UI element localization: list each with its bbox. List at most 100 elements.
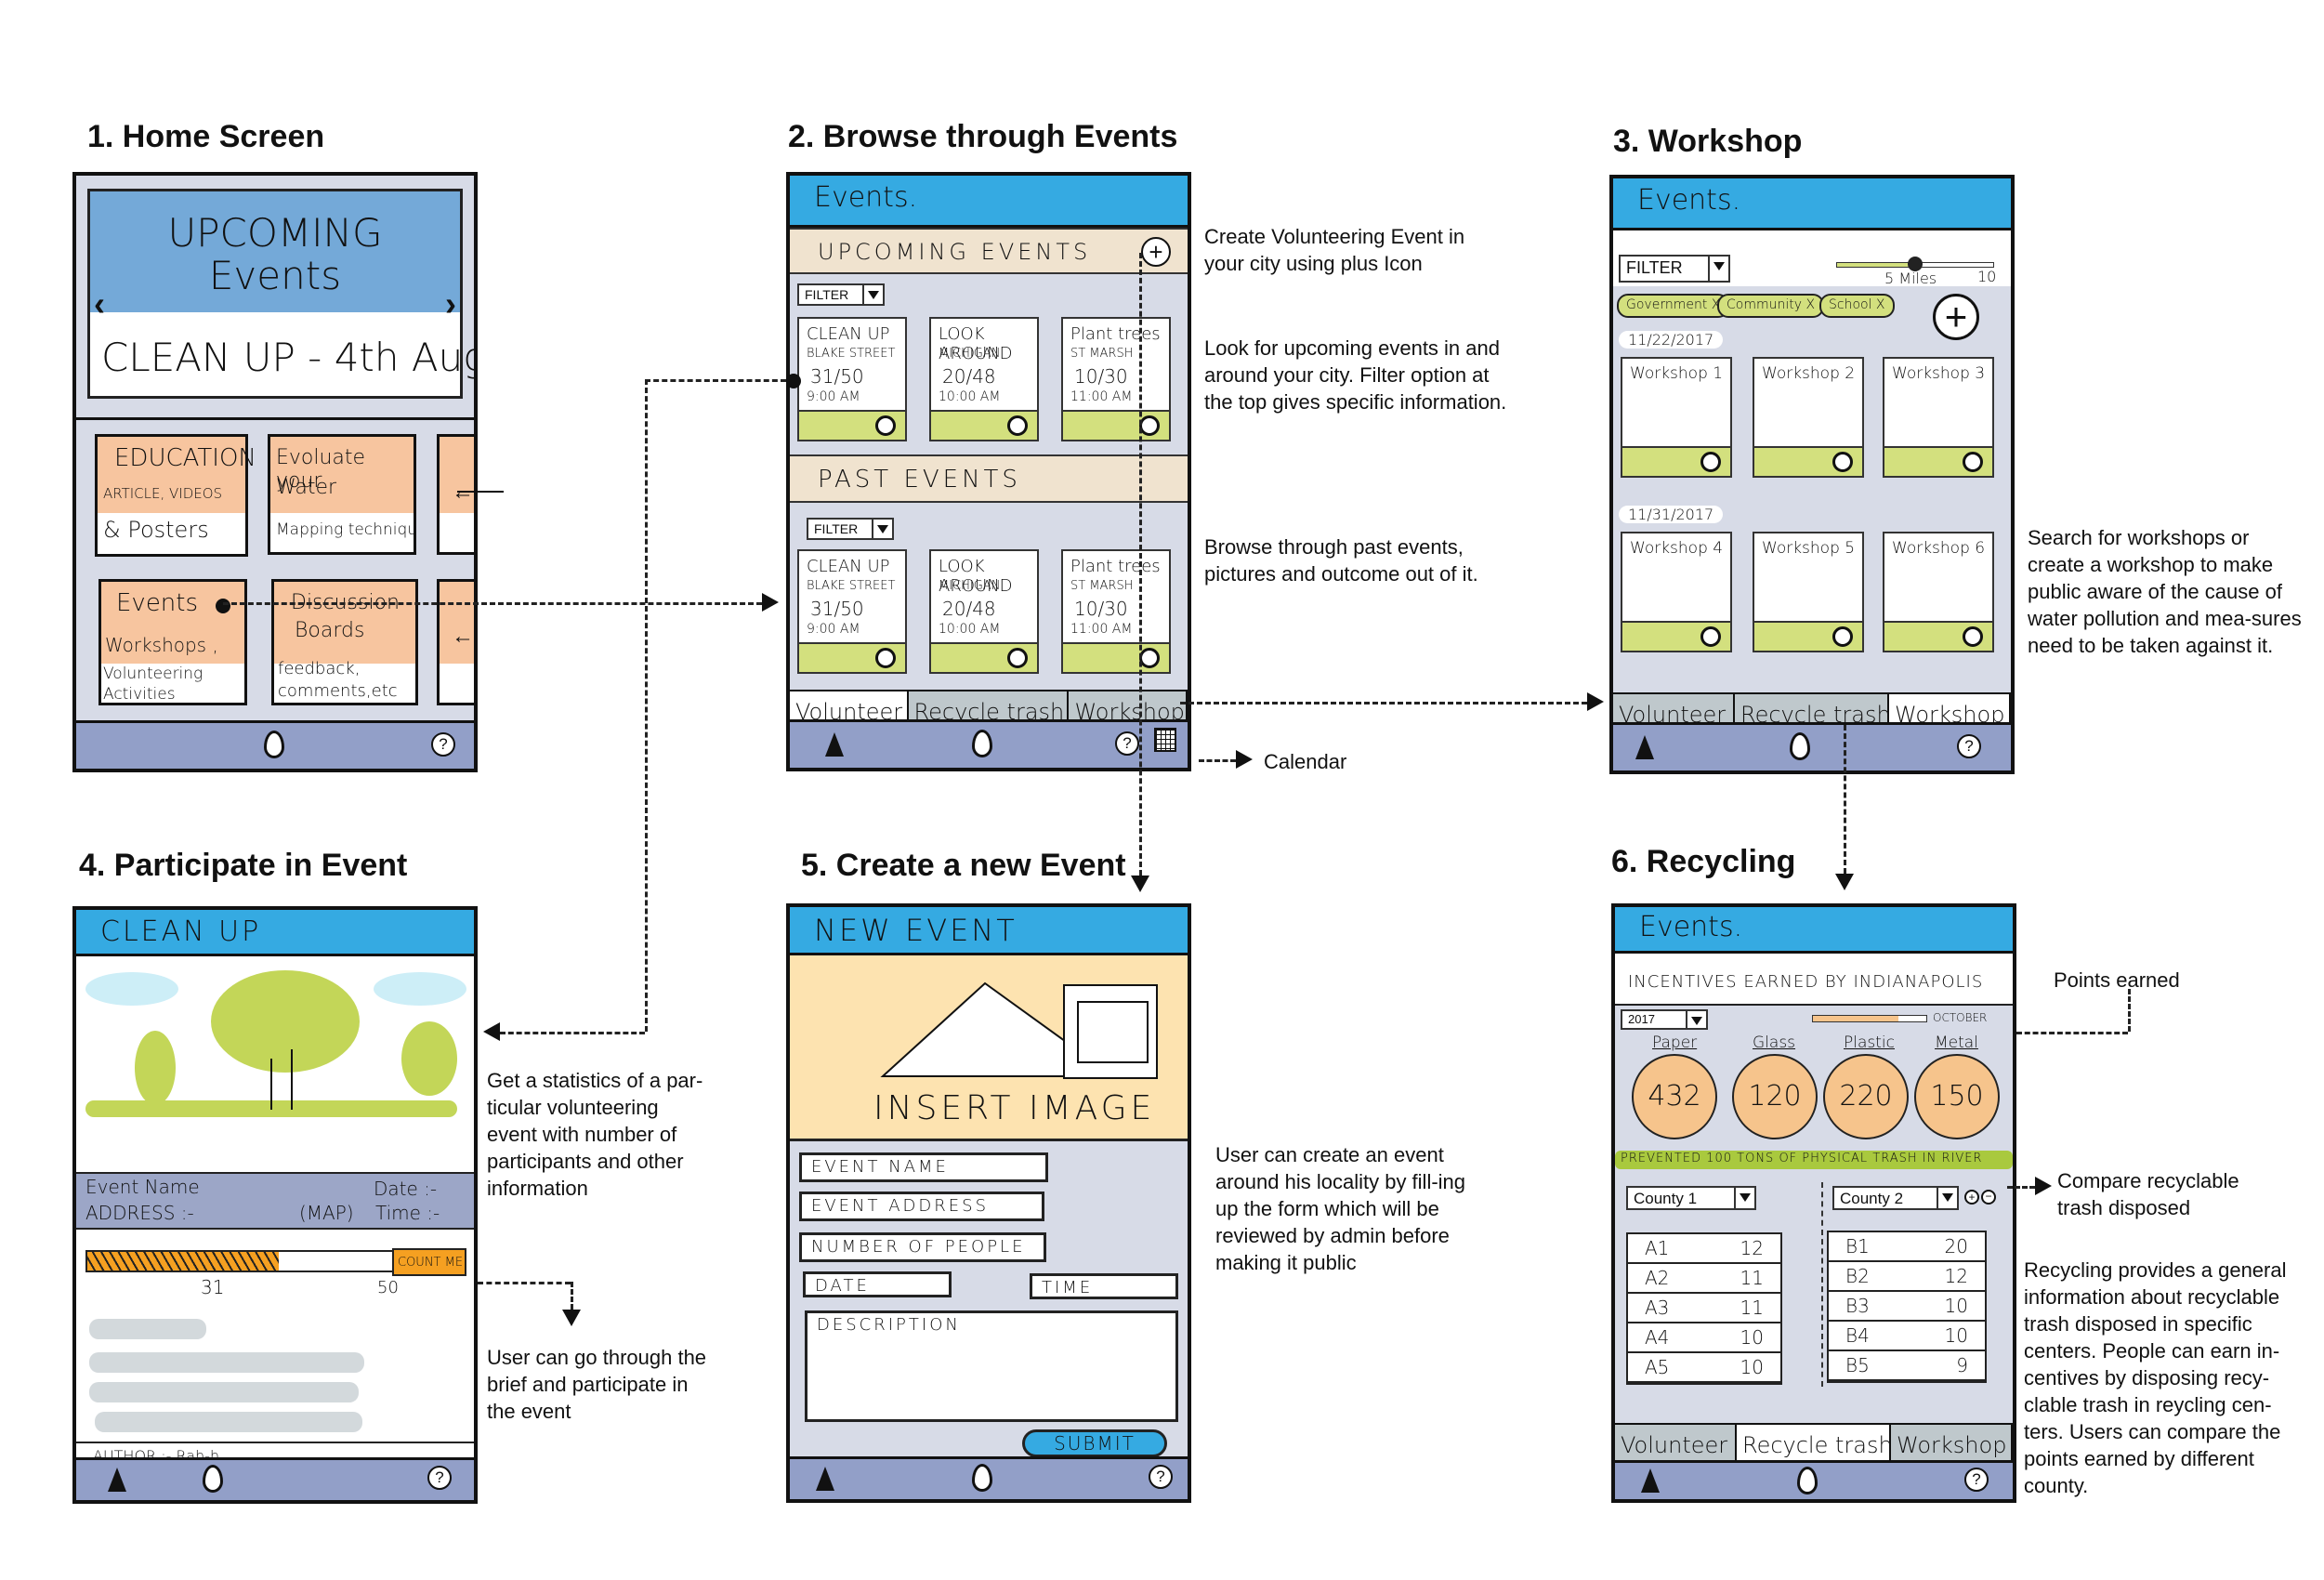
home-icon[interactable] [972,1464,992,1492]
tree-icon[interactable] [821,731,847,758]
points-circle: 150 [1914,1054,2000,1139]
home-icon[interactable] [1797,1467,1818,1494]
tile-partial-right-1[interactable] [437,434,474,555]
tree-icon[interactable] [1632,733,1658,761]
dropdown-arrow-icon [1708,257,1728,281]
join-button-icon[interactable] [1832,626,1853,647]
submit-button[interactable]: SUBMIT [1022,1429,1167,1457]
month-slider[interactable] [1812,1015,1927,1022]
join-button-icon[interactable] [1139,415,1160,436]
row-value: 11 [1740,1297,1764,1319]
dropdown-arrow-icon [872,520,892,538]
county2-dropdown[interactable]: County 2 [1832,1186,1959,1210]
county1-dropdown[interactable]: County 1 [1626,1186,1756,1210]
filter-dropdown[interactable]: FILTER [797,283,885,306]
date-input[interactable]: DATE [803,1271,952,1297]
tile-subtitle: Boards [295,619,365,642]
tile-subtitle: feedback, comments,etc [278,659,398,701]
filter-chip[interactable]: School X [1819,294,1895,318]
event-card[interactable]: LOOK AROUND MICHIGAN 20/48 10:00 AM [929,317,1039,441]
time-input[interactable]: TIME [1030,1273,1178,1299]
event-card[interactable]: CLEAN UP BLAKE STREET 31/50 9:00 AM [797,549,907,674]
help-icon[interactable]: ? [1115,731,1139,756]
chevron-right-icon[interactable]: › [445,284,456,323]
event-count: 31/50 [810,365,864,388]
year-label: 2017 [1628,1012,1655,1026]
tab-workshop[interactable]: Workshop [1891,1425,2013,1464]
insert-image-area[interactable]: INSERT IMAGE [790,955,1188,1141]
category-label: Glass [1753,1034,1796,1052]
join-button-icon[interactable] [875,648,896,668]
tile-partial-right-2[interactable] [437,579,474,705]
help-icon[interactable]: ? [427,1466,452,1490]
home-icon[interactable] [264,731,284,758]
help-icon[interactable]: ? [1957,734,1981,758]
tree-icon[interactable] [812,1465,838,1493]
workshop-card[interactable]: Workshop 5 [1753,532,1864,652]
county-label: County 1 [1634,1190,1698,1207]
connector-line [645,379,648,1032]
event-name-label: Event Name [85,1176,200,1198]
upcoming-banner[interactable]: UPCOMING Events CLEAN UP - 4th Aug ‹ › [87,189,474,399]
plus-icon[interactable]: + [1141,237,1171,267]
join-button-icon[interactable] [1007,648,1028,668]
join-button-icon[interactable] [1139,648,1160,668]
map-link[interactable]: (MAP) [299,1202,354,1224]
join-button-icon[interactable] [1007,415,1028,436]
event-time: 11:00 AM [1070,389,1133,404]
number-of-people-input[interactable]: NUMBER OF PEOPLE [799,1232,1046,1262]
workshop-card[interactable]: Workshop 3 [1883,357,1994,478]
plus-icon[interactable]: + [1933,294,1979,340]
event-card[interactable]: LOOK AROUND MICHIGAN 20/48 10:00 AM [929,549,1039,674]
event-card[interactable]: Plant trees ST MARSH 10/30 11:00 AM [1061,317,1171,441]
home-icon[interactable] [203,1465,223,1493]
tile-education[interactable]: EDUCATION ARTICLE, VIDEOS & Posters [95,434,256,557]
workshop-card[interactable]: Workshop 4 [1621,532,1732,652]
row-value: 10 [1944,1295,1968,1317]
join-button-icon[interactable] [1832,452,1853,472]
home-icon[interactable] [1790,732,1810,760]
tab-volunteer[interactable]: Volunteer [1615,1425,1737,1464]
banner-title-line1: UPCOMING [167,210,383,256]
calendar-icon[interactable] [1154,728,1176,752]
filter-dropdown[interactable]: FILTER [807,518,894,540]
event-card[interactable]: CLEAN UP BLAKE STREET 31/50 9:00 AM [797,317,907,441]
join-button-icon[interactable] [1700,452,1721,472]
count-me-button[interactable]: COUNT ME [392,1248,466,1276]
workshop-card[interactable]: Workshop 6 [1883,532,1994,652]
join-button-icon[interactable] [1963,452,1983,472]
workshop-card[interactable]: Workshop 1 [1621,357,1732,478]
workshop-card[interactable]: Workshop 2 [1753,357,1864,478]
event-address-input[interactable]: EVENT ADDRESS [799,1192,1044,1221]
chevron-left-icon[interactable]: ‹ [94,284,105,323]
description-textarea[interactable]: DESCRIPTION [805,1310,1178,1422]
join-button-icon[interactable] [875,415,896,436]
distance-slider[interactable] [1836,257,1994,271]
event-name-input[interactable]: EVENT NAME [799,1152,1048,1182]
help-icon[interactable]: ? [431,732,455,757]
event-place: MICHIGAN [939,579,1001,593]
event-card[interactable]: Plant trees ST MARSH 10/30 11:00 AM [1061,549,1171,674]
zoom-out-icon[interactable]: − [1981,1190,1996,1205]
filter-dropdown[interactable]: FILTER [1619,255,1730,283]
join-button-icon[interactable] [1700,626,1721,647]
filter-chip[interactable]: Community X [1717,294,1825,318]
app-bar: Events. [1615,907,2013,954]
help-icon[interactable]: ? [1964,1468,1989,1492]
tree-icon[interactable] [104,1466,130,1494]
slider-handle[interactable] [1908,257,1923,271]
tab-recycle-trash[interactable]: Recycle trash [1736,1425,1892,1464]
tile-evaluate-water[interactable]: Evoluate your Water Mapping techniqu [268,434,417,555]
points-circle: 432 [1632,1054,1717,1139]
tile-discussion[interactable]: Discussion Boards feedback, comments,etc [271,579,418,705]
year-dropdown[interactable]: 2017 [1621,1009,1708,1030]
zoom-in-icon[interactable]: + [1964,1190,1979,1205]
tree-icon[interactable] [1637,1467,1663,1494]
filter-chip[interactable]: Government X [1617,294,1730,318]
tile-events[interactable]: Events Workshops , Volunteering Activiti… [98,579,247,705]
image-placeholder-icon [880,981,1158,1079]
home-icon[interactable] [972,730,992,757]
join-button-icon[interactable] [1963,626,1983,647]
help-icon[interactable]: ? [1149,1465,1173,1489]
